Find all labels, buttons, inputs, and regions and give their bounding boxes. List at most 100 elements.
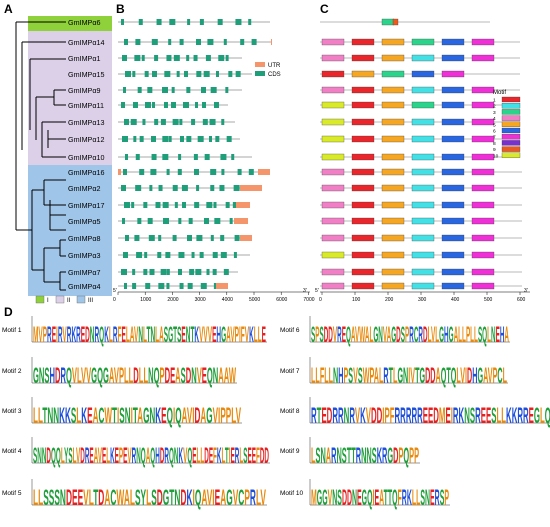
logo-letter: V <box>333 322 337 347</box>
logo-letter: I <box>212 485 214 510</box>
logo-letter: P <box>466 322 470 347</box>
logo-letter: K <box>110 443 115 468</box>
cds-exon <box>229 218 233 224</box>
logo-letter: S <box>316 443 321 468</box>
logo-letter: H <box>500 322 505 347</box>
logo-letter: V <box>230 322 234 347</box>
cds-exon <box>177 169 182 175</box>
logo-letter: R <box>311 403 317 428</box>
logo-letter: E <box>89 443 93 468</box>
cds-exon <box>157 252 162 258</box>
logo-letter: L <box>231 403 236 428</box>
logo-letter: Q <box>150 443 155 468</box>
cds-exon <box>160 269 167 275</box>
logo-letter: G <box>362 485 367 510</box>
tree-branch <box>43 247 60 283</box>
logo-letter: R <box>400 403 406 428</box>
logo-letter: L <box>129 363 134 388</box>
logo-letter: L <box>109 322 113 347</box>
motif-box <box>471 282 495 290</box>
gene-structure-tracks <box>118 19 272 289</box>
motif-legend-title: Motif <box>493 90 506 96</box>
gene-label: GmIMPα2 <box>68 184 101 193</box>
cds-exon <box>125 235 129 241</box>
cds-exon <box>158 185 163 191</box>
gene-label: GmIMPα1 <box>68 54 101 63</box>
logo-letter: P <box>244 485 250 510</box>
logo-letter: T <box>388 485 392 510</box>
motif-box <box>441 201 465 209</box>
cds-exon <box>225 87 229 93</box>
logo-letter: V <box>366 403 371 428</box>
logo-letter: K <box>65 403 71 428</box>
logo-letter: T <box>446 363 451 388</box>
tree-branch <box>35 96 54 140</box>
logo-letter: P <box>343 363 348 388</box>
logo-letter: A <box>182 403 188 428</box>
motif-box <box>321 153 345 161</box>
logo-letter: E <box>262 322 266 347</box>
group-band-ii <box>28 31 112 165</box>
cds-exon <box>139 169 145 175</box>
motif-legend-swatch <box>501 140 521 146</box>
logo-letter: V <box>203 322 207 347</box>
motif-legend-number: 6 <box>493 129 496 135</box>
cds-exon <box>163 218 169 224</box>
cds-exon <box>204 218 209 224</box>
logo-letter: E <box>481 403 486 428</box>
logo-letter: Q <box>141 443 146 468</box>
cds-exon <box>151 136 156 142</box>
logo-letter: A <box>201 485 207 510</box>
logo-letter: A <box>93 403 99 428</box>
logo-letter: T <box>93 485 98 510</box>
logo-letter: L <box>412 485 416 510</box>
cds-exon <box>194 202 200 208</box>
logo-letter: E <box>496 322 500 347</box>
motif-box <box>441 135 465 143</box>
cds-exon <box>206 202 213 208</box>
cds-exon <box>172 185 178 191</box>
cds-exon <box>223 269 229 275</box>
logo-letter: L <box>106 443 110 468</box>
gene-label: GmIMPα4 <box>68 282 101 291</box>
motif-legend-number: 4 <box>493 116 496 122</box>
logo-letter: S <box>49 485 55 510</box>
logo-letter: G <box>449 322 454 347</box>
logo-letter: Q <box>195 485 201 510</box>
logo-letter: I <box>382 403 384 428</box>
panel-label-d: D <box>4 305 13 319</box>
logo-letter: A <box>124 485 130 510</box>
cds-exon <box>195 269 202 275</box>
cds-exon <box>212 269 217 275</box>
motif-box <box>351 101 375 109</box>
logo-letter: L <box>33 485 38 510</box>
logo-letter: E <box>122 322 126 347</box>
logo-letter: A <box>175 363 181 388</box>
motif-legend-swatch <box>501 152 521 158</box>
logo-letter: D <box>371 403 377 428</box>
logo-letter: T <box>389 363 394 388</box>
motif-box <box>351 251 375 259</box>
cds-exon <box>199 252 204 258</box>
cds-exon <box>144 71 149 77</box>
utr-segment <box>258 169 270 175</box>
axis-tick-label: 600 <box>517 297 526 303</box>
motif-box <box>381 70 405 78</box>
logo-letter: D <box>467 363 472 388</box>
logo-letter: Q <box>167 403 173 428</box>
logo-letter: S <box>33 443 37 468</box>
cds-exon <box>151 154 157 160</box>
cds-exon <box>158 235 162 241</box>
motif-logo-letters: LSNARNSTTRNNSKRGDPQPP <box>311 443 419 468</box>
logo-letter: G <box>387 443 393 468</box>
motif-box <box>381 282 405 290</box>
logo-letter: A <box>454 322 459 347</box>
cds-exon <box>233 252 237 258</box>
logo-letter: T <box>112 403 117 428</box>
logo-letter: V <box>410 363 415 388</box>
motif-legend-swatch <box>501 121 521 127</box>
motif-box <box>441 268 465 276</box>
tree-branch <box>59 271 66 291</box>
logo-letter: A <box>94 443 99 468</box>
